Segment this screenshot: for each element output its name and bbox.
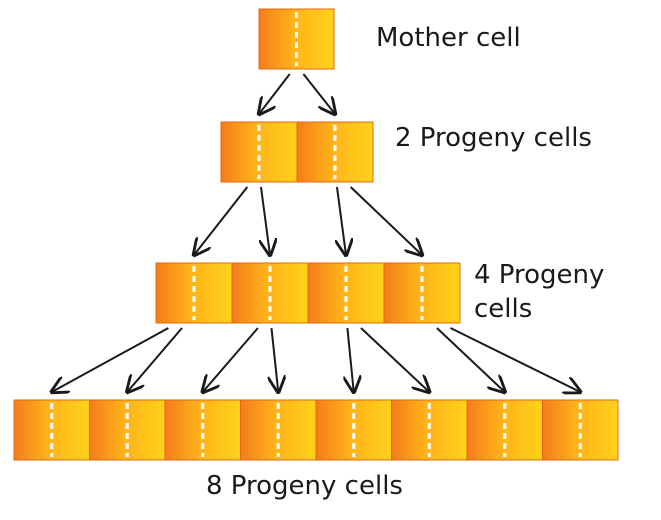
mother-cell-row bbox=[258, 8, 335, 70]
division-arrow bbox=[436, 327, 505, 392]
division-arrow bbox=[349, 186, 422, 255]
cell-body bbox=[315, 399, 392, 461]
gen2-cell bbox=[383, 262, 461, 324]
gen3-cell bbox=[315, 399, 392, 461]
cell-body bbox=[391, 399, 468, 461]
gen1-cell-row bbox=[220, 121, 374, 183]
gen3-cell bbox=[89, 399, 166, 461]
four-progeny-label-line2: cells bbox=[474, 294, 533, 324]
division-arrow bbox=[347, 327, 353, 392]
gen2-cell-row bbox=[155, 262, 461, 324]
cell-body bbox=[542, 399, 619, 461]
division-arrow bbox=[302, 73, 335, 114]
arrows-layer bbox=[52, 73, 581, 392]
cell-body bbox=[231, 262, 309, 324]
division-arrow bbox=[450, 327, 580, 392]
division-arrow bbox=[127, 327, 183, 392]
gen3-cell bbox=[13, 399, 90, 461]
gen2-cell bbox=[307, 262, 385, 324]
gen3-cell bbox=[391, 399, 468, 461]
cell-body bbox=[240, 399, 317, 461]
division-arrow bbox=[203, 327, 259, 392]
division-arrow bbox=[271, 327, 278, 392]
division-arrow bbox=[52, 327, 169, 392]
cells-layer bbox=[13, 8, 619, 461]
cell-body bbox=[13, 399, 90, 461]
gen1-cell bbox=[296, 121, 374, 183]
gen3-cell-row bbox=[13, 399, 619, 461]
cell-body bbox=[296, 121, 374, 183]
cell-body bbox=[164, 399, 241, 461]
gen3-cell bbox=[164, 399, 241, 461]
division-arrow bbox=[261, 186, 270, 255]
gen3-cell bbox=[240, 399, 317, 461]
division-arrow bbox=[337, 186, 346, 255]
division-arrow bbox=[360, 327, 429, 392]
cell-body bbox=[258, 8, 335, 70]
gen2-cell bbox=[231, 262, 309, 324]
mother-cell bbox=[258, 8, 335, 70]
mother-cell-label: Mother cell bbox=[376, 23, 521, 53]
two-progeny-label: 2 Progeny cells bbox=[395, 123, 592, 153]
cell-body bbox=[383, 262, 461, 324]
division-arrow bbox=[259, 73, 291, 114]
gen1-cell bbox=[220, 121, 298, 183]
gen2-cell bbox=[155, 262, 233, 324]
gen3-cell bbox=[542, 399, 619, 461]
cell-body bbox=[307, 262, 385, 324]
gen3-cell bbox=[466, 399, 543, 461]
eight-progeny-label: 8 Progeny cells bbox=[206, 471, 403, 501]
division-arrow bbox=[194, 186, 249, 255]
four-progeny-label-line1: 4 Progeny bbox=[474, 260, 605, 290]
cell-body bbox=[220, 121, 298, 183]
